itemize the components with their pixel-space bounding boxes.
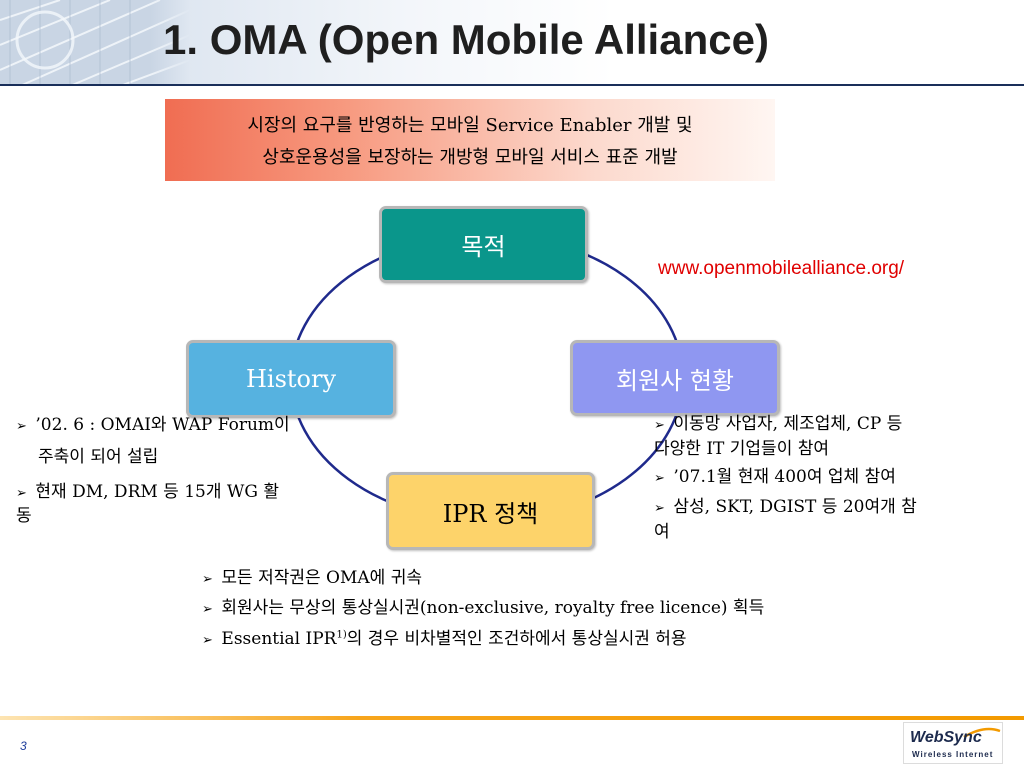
header-decoration — [0, 0, 190, 86]
ipr-bullet-3: ➢ Essential IPR1)의 경우 비차별적인 조건하에서 통상실시권 … — [202, 628, 687, 652]
oma-url-link[interactable]: www.openmobilealliance.org/ — [658, 258, 905, 279]
node-ipr-policy: IPR 정책 — [386, 472, 595, 550]
members-bullet-3-cont: 여 — [654, 522, 670, 542]
members-bullet-3: ➢ 삼성, SKT, DGIST 등 20여개 참 — [654, 496, 917, 520]
arrow-bullet-icon: ➢ — [16, 419, 27, 434]
history-bullet-1-text: ’02. 6 : OMAI와 WAP Forum이 — [35, 415, 290, 435]
history-bullet-2-text: 현재 DM, DRM 등 15개 WG 활 — [35, 482, 279, 502]
logo-tagline: Wireless Internet — [912, 750, 994, 759]
logo-wordmark: WebSync — [910, 729, 982, 746]
members-bullet-3-text: 삼성, SKT, DGIST 등 20여개 참 — [673, 497, 917, 517]
history-bullet-1-cont: 주축이 되어 설립 — [38, 447, 159, 467]
arrow-bullet-icon: ➢ — [654, 501, 665, 516]
history-bullet-2: ➢ 현재 DM, DRM 등 15개 WG 활 — [16, 481, 279, 505]
history-bullet-2-cont: 동 — [16, 506, 32, 526]
footer-divider — [0, 716, 1024, 720]
footnote-marker: 1) — [336, 629, 347, 641]
ipr-bullet-1-text: 모든 저작권은 OMA에 귀속 — [221, 568, 422, 588]
arrow-bullet-icon: ➢ — [654, 471, 665, 486]
ipr-bullet-2: ➢ 회원사는 무상의 통상실시권(non-exclusive, royalty … — [202, 597, 764, 621]
arrow-bullet-icon: ➢ — [16, 486, 27, 501]
banner-line-2: 상호운용성을 보장하는 개방형 모바일 서비스 표준 개발 — [262, 147, 678, 168]
ipr-bullet-1: ➢ 모든 저작권은 OMA에 귀속 — [202, 567, 422, 591]
websync-logo: WebSync Wireless Internet — [903, 722, 1003, 764]
banner-line-1: 시장의 요구를 반영하는 모바일 Service Enabler 개발 및 — [247, 115, 693, 136]
arrow-bullet-icon: ➢ — [202, 572, 213, 587]
members-bullet-2-text: ’07.1월 현재 400여 업체 참여 — [673, 467, 896, 487]
arrow-bullet-icon: ➢ — [202, 602, 213, 617]
logo-swoosh-icon — [963, 727, 1001, 739]
history-bullet-1: ➢ ’02. 6 : OMAI와 WAP Forum이 — [16, 414, 290, 438]
members-bullet-1-text: 이동망 사업자, 제조업체, CP 등 — [673, 414, 903, 434]
members-bullet-1-cont: 다양한 IT 기업들이 참여 — [654, 439, 830, 459]
node-history: History — [186, 340, 396, 418]
arrow-bullet-icon: ➢ — [202, 633, 213, 648]
node-members: 회원사 현황 — [570, 340, 780, 416]
slide-title: 1. OMA (Open Mobile Alliance) — [163, 16, 769, 63]
header-divider — [0, 84, 1024, 86]
members-bullet-1: ➢ 이동망 사업자, 제조업체, CP 등 — [654, 413, 902, 437]
ipr-bullet-2-text: 회원사는 무상의 통상실시권(non-exclusive, royalty fr… — [221, 598, 765, 618]
summary-banner: 시장의 요구를 반영하는 모바일 Service Enabler 개발 및 상호… — [165, 99, 775, 181]
ipr-bullet-3-text-b: 의 경우 비차별적인 조건하에서 통상실시권 허용 — [346, 629, 687, 649]
members-bullet-2: ➢ ’07.1월 현재 400여 업체 참여 — [654, 466, 896, 490]
page-number: 3 — [20, 739, 27, 753]
node-purpose: 목적 — [379, 206, 588, 283]
ipr-bullet-3-text-a: Essential IPR — [221, 629, 337, 649]
arrow-bullet-icon: ➢ — [654, 418, 665, 433]
header-band: 1. OMA (Open Mobile Alliance) — [0, 0, 1024, 86]
